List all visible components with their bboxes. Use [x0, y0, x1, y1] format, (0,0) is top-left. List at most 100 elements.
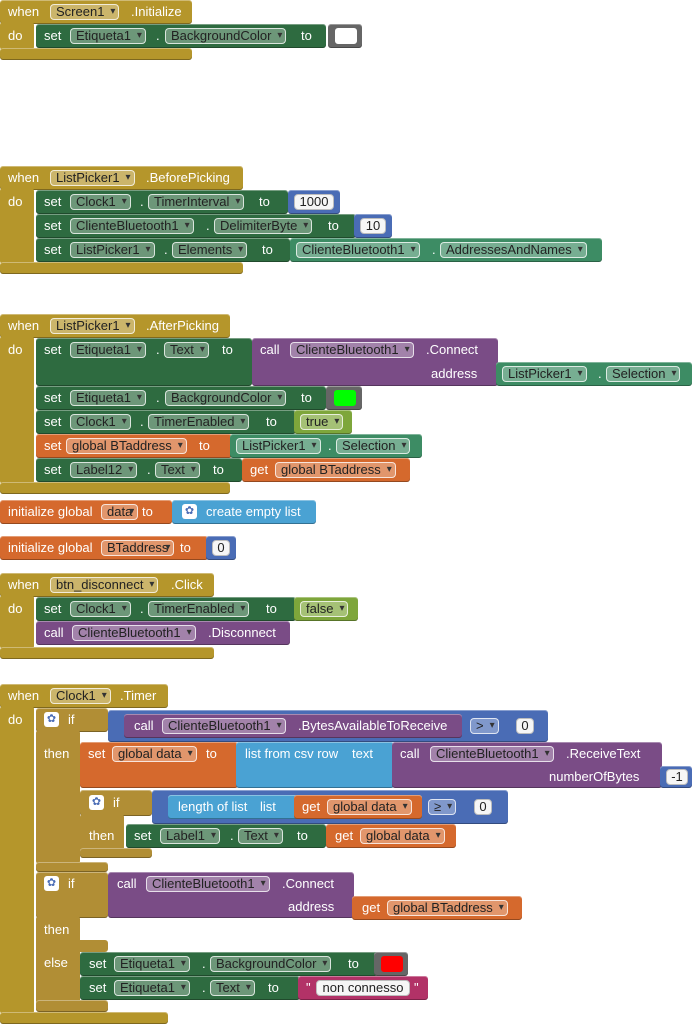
- property-dropdown-text[interactable]: Text: [210, 980, 255, 996]
- event-timer-foot: [0, 1012, 168, 1024]
- set-label12-text[interactable]: [36, 458, 242, 482]
- variable-dropdown-global-btaddress[interactable]: global BTaddress: [275, 462, 396, 478]
- set-label: set: [44, 438, 62, 453]
- property-dropdown-backgroundcolor[interactable]: BackgroundColor: [210, 956, 332, 972]
- set-label: set: [44, 342, 62, 357]
- property-dropdown-delimiterbyte[interactable]: DelimiterByte: [214, 218, 313, 234]
- dot-label: .: [202, 956, 206, 971]
- property-dropdown-selection[interactable]: Selection: [606, 366, 681, 382]
- property-dropdown-timerenabled[interactable]: TimerEnabled: [148, 414, 250, 430]
- color-swatch-red[interactable]: [381, 956, 403, 972]
- component-dropdown-clock1[interactable]: Clock1: [70, 414, 131, 430]
- component-dropdown-clientebluetooth1[interactable]: ClienteBluetooth1: [430, 746, 554, 762]
- component-dropdown-btn-disconnect[interactable]: btn_disconnect: [50, 577, 159, 593]
- component-dropdown-etiqueta1[interactable]: Etiqueta1: [114, 980, 190, 996]
- to-label: to: [266, 414, 277, 429]
- gear-icon[interactable]: ✿: [182, 504, 197, 519]
- component-dropdown-clock1[interactable]: Clock1: [70, 194, 131, 210]
- call-label: call: [44, 625, 64, 640]
- if-block-3-body: [36, 916, 80, 1004]
- variable-name-data[interactable]: data: [101, 504, 139, 520]
- to-label: to: [222, 342, 233, 357]
- property-dropdown-elements[interactable]: Elements: [172, 242, 248, 258]
- number-field-10[interactable]: 10: [360, 218, 386, 234]
- dot-label: .: [156, 390, 160, 405]
- address-label: address: [288, 899, 335, 914]
- get-label: get: [362, 900, 381, 915]
- set-label: set: [44, 28, 62, 43]
- color-swatch-green[interactable]: [334, 390, 356, 406]
- to-label: to: [142, 504, 153, 519]
- component-dropdown-listpicker1[interactable]: ListPicker1: [50, 170, 135, 186]
- property-dropdown-timerinterval[interactable]: TimerInterval: [148, 194, 245, 210]
- component-dropdown-etiqueta1[interactable]: Etiqueta1: [114, 956, 190, 972]
- set-label: set: [89, 956, 107, 971]
- color-swatch-white[interactable]: [335, 28, 357, 44]
- property-dropdown-text[interactable]: Text: [238, 828, 283, 844]
- component-dropdown-label12[interactable]: Label12: [70, 462, 138, 478]
- when-label: when: [8, 170, 40, 185]
- then-label: then: [89, 828, 115, 843]
- variable-dropdown-global-data[interactable]: global data: [327, 799, 412, 815]
- component-dropdown-listpicker1[interactable]: ListPicker1: [50, 318, 135, 334]
- variable-dropdown-global-data[interactable]: global data: [360, 828, 445, 844]
- component-dropdown-screen1[interactable]: Screen1: [50, 4, 120, 20]
- to-label: to: [266, 601, 277, 616]
- dot-label: .: [140, 601, 144, 616]
- event-name-timer: .Timer: [120, 688, 157, 703]
- property-dropdown-text[interactable]: Text: [155, 462, 200, 478]
- property-dropdown-selection[interactable]: Selection: [336, 438, 411, 454]
- property-dropdown-backgroundcolor[interactable]: BackgroundColor: [165, 28, 287, 44]
- component-dropdown-clientebluetooth1[interactable]: ClienteBluetooth1: [72, 625, 196, 641]
- component-dropdown-clientebluetooth1[interactable]: ClienteBluetooth1: [290, 342, 414, 358]
- component-dropdown-etiqueta1[interactable]: Etiqueta1: [70, 342, 146, 358]
- component-dropdown-etiqueta1[interactable]: Etiqueta1: [70, 28, 146, 44]
- set-label1-text[interactable]: [126, 824, 326, 848]
- gear-icon[interactable]: ✿: [44, 876, 59, 891]
- component-dropdown-listpicker1[interactable]: ListPicker1: [236, 438, 321, 454]
- number-field-0[interactable]: 0: [516, 718, 534, 734]
- operator-dropdown-gt[interactable]: >: [470, 718, 499, 734]
- set-etiqueta1-text-non-connesso[interactable]: [80, 976, 300, 1000]
- variable-name-btaddress[interactable]: BTaddress: [101, 540, 175, 556]
- operator-dropdown-gte[interactable]: ≥: [428, 799, 457, 815]
- component-dropdown-etiqueta1[interactable]: Etiqueta1: [70, 390, 146, 406]
- number-field-minus1[interactable]: -1: [666, 769, 688, 785]
- initialize-global-label: initialize global: [8, 540, 93, 555]
- dot-label: .: [156, 28, 160, 43]
- text-field-non-connesso[interactable]: non connesso: [316, 980, 410, 996]
- number-field-0[interactable]: 0: [474, 799, 492, 815]
- gear-icon[interactable]: ✿: [89, 795, 104, 810]
- component-dropdown-clientebluetooth1[interactable]: ClienteBluetooth1: [70, 218, 194, 234]
- gear-icon[interactable]: ✿: [44, 712, 59, 727]
- to-label: to: [259, 194, 270, 209]
- initialize-global-data[interactable]: [0, 500, 172, 524]
- variable-dropdown-global-data[interactable]: global data: [112, 746, 197, 762]
- list-from-csv-row-block[interactable]: [236, 742, 394, 788]
- then-label: then: [44, 922, 70, 937]
- get-label: get: [335, 828, 354, 843]
- set-label: set: [44, 462, 62, 477]
- component-dropdown-clientebluetooth1[interactable]: ClienteBluetooth1: [162, 718, 286, 734]
- call-label: call: [400, 746, 420, 761]
- logic-dropdown-false[interactable]: false: [300, 601, 349, 617]
- component-dropdown-listpicker1[interactable]: ListPicker1: [70, 242, 155, 258]
- to-label: to: [301, 28, 312, 43]
- to-label: to: [262, 242, 273, 257]
- logic-dropdown-true[interactable]: true: [300, 414, 344, 430]
- component-dropdown-label1[interactable]: Label1: [160, 828, 221, 844]
- variable-dropdown-global-btaddress[interactable]: global BTaddress: [66, 438, 187, 454]
- number-field-0[interactable]: 0: [212, 540, 230, 556]
- variable-dropdown-global-btaddress[interactable]: global BTaddress: [387, 900, 508, 916]
- dot-label: .: [206, 218, 210, 233]
- component-dropdown-clientebluetooth1[interactable]: ClienteBluetooth1: [296, 242, 420, 258]
- property-dropdown-addressesandnames[interactable]: AddressesAndNames: [440, 242, 587, 258]
- property-dropdown-text[interactable]: Text: [164, 342, 209, 358]
- component-dropdown-listpicker1[interactable]: ListPicker1: [502, 366, 587, 382]
- property-dropdown-timerenabled[interactable]: TimerEnabled: [148, 601, 250, 617]
- number-field-1000[interactable]: 1000: [294, 194, 334, 210]
- component-dropdown-clock1[interactable]: Clock1: [70, 601, 131, 617]
- property-dropdown-backgroundcolor[interactable]: BackgroundColor: [165, 390, 287, 406]
- component-dropdown-clientebluetooth1[interactable]: ClienteBluetooth1: [146, 876, 270, 892]
- component-dropdown-clock1[interactable]: Clock1: [50, 688, 111, 704]
